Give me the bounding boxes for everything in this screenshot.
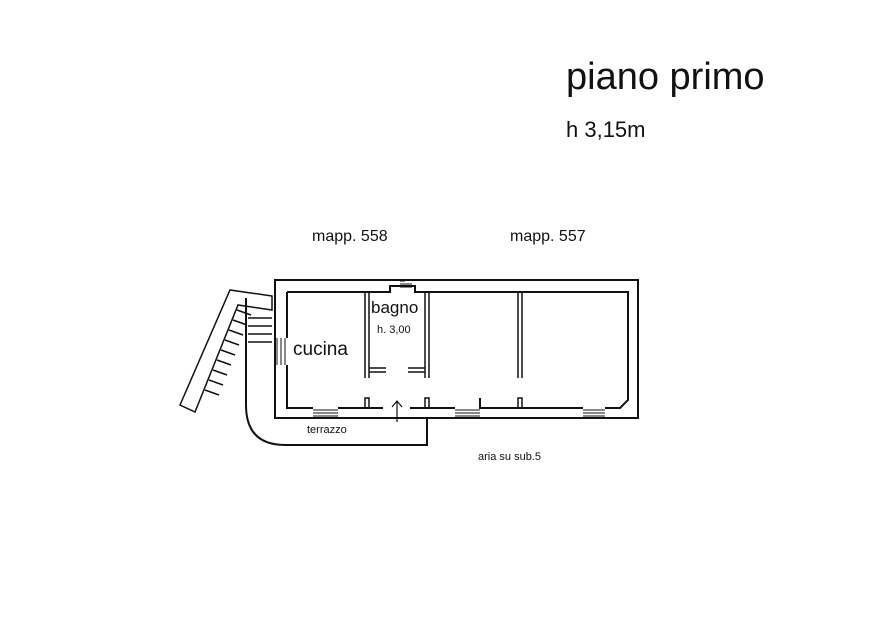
windows xyxy=(276,280,605,417)
floor-height: h 3,15m xyxy=(566,117,646,142)
outer-wall xyxy=(274,279,639,419)
page-title: piano primo xyxy=(566,56,765,98)
external-stair xyxy=(179,289,273,414)
note-aria: aria su sub.5 xyxy=(478,451,541,463)
terrazzo-outline xyxy=(245,298,428,446)
parcel-label-558: mapp. 558 xyxy=(312,228,388,245)
room-label-terrazzo: terrazzo xyxy=(307,424,347,436)
entrance-arrow xyxy=(391,400,403,422)
room-label-bagno: bagno xyxy=(371,298,419,317)
room-label-cucina: cucina xyxy=(293,339,348,360)
partitions xyxy=(364,292,523,408)
parcel-label-557: mapp. 557 xyxy=(510,228,586,245)
inner-wall xyxy=(286,285,629,409)
bagno-height: h. 3,00 xyxy=(377,324,411,336)
